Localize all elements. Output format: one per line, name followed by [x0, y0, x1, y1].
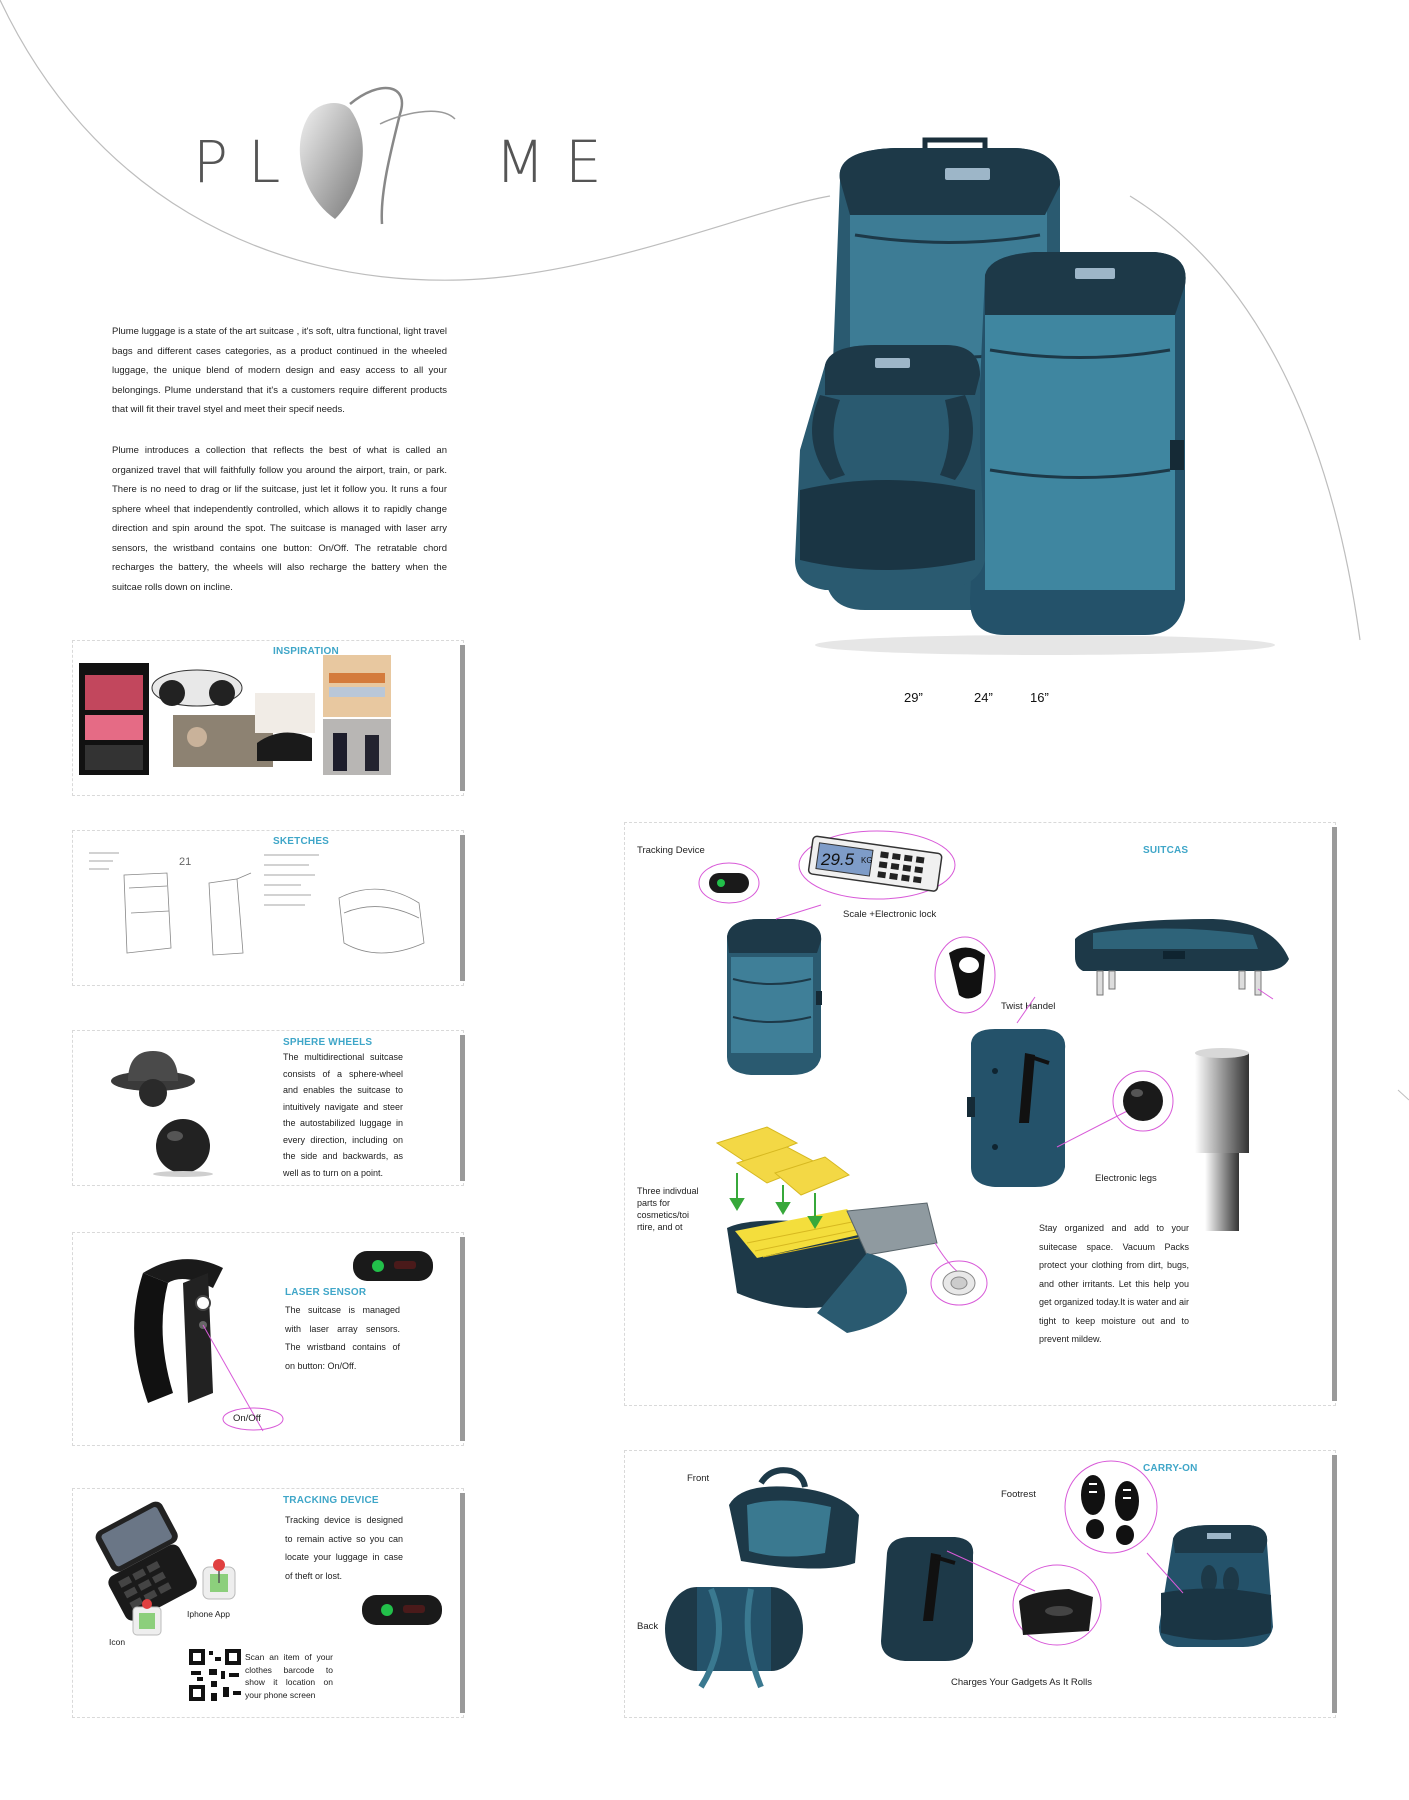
scale-lock-label: Scale +Electronic lock [843, 909, 937, 920]
suitcase-back-image [967, 996, 1136, 1187]
sketches-panel: SKETCHES 21 [72, 830, 465, 986]
electronic-legs-label: Electronic legs [1095, 1173, 1157, 1184]
sphere-wheels-text: The multidirectional suitcase consists o… [283, 1052, 403, 1178]
electronic-legs-image [1112, 1048, 1249, 1231]
scale-lock-callout-image [798, 830, 956, 900]
tracking-device-callout-image [698, 862, 760, 904]
iphone-app-label: Iphone App [187, 1609, 231, 1619]
vacuum-pack-open-suitcase-image [715, 1126, 960, 1333]
carry-on-front-image [729, 1467, 859, 1569]
app-small-icon [132, 1599, 162, 1636]
logo-text-left: PL [193, 128, 301, 196]
on-off-label: On/Off [233, 1413, 261, 1424]
carry-on-title: CARRY-ON [1143, 1463, 1198, 1474]
laser-sensor-text: The suitcase is managed with laser array… [285, 1305, 400, 1371]
inspiration-collage-image [79, 655, 391, 775]
qr-code-image [187, 1647, 243, 1703]
sphere-wheels-panel: SPHERE WHEELS The multidirectional suitc… [72, 1030, 465, 1186]
phone-image [95, 1501, 197, 1621]
suitcase-16-image [795, 345, 985, 590]
logo-text-right: ME [495, 128, 622, 196]
charger-callout-image [1012, 1564, 1102, 1646]
twist-handle-callout-image [934, 936, 996, 1014]
carry-on-back-image [665, 1587, 803, 1689]
sketches-image: 21 [89, 852, 425, 956]
sketches-scale-number: 21 [179, 856, 191, 868]
suitcase-24-image [970, 252, 1186, 635]
footrest-label: Footrest [1001, 1489, 1036, 1500]
tracking-device-panel: Iphone App Icon Scan an item of your clo… [72, 1488, 465, 1718]
tracking-device-unit-image [362, 1595, 442, 1625]
tracking-device-title: TRACKING DEVICE [283, 1495, 379, 1506]
three-parts-label: Three indivdual parts for cosmetics/toi … [637, 1186, 699, 1232]
vacuum-valve-callout-image [930, 1260, 988, 1306]
size-label-24: 24” [974, 690, 993, 705]
size-label-16: 16” [1030, 690, 1049, 705]
laser-sensor-panel: LASER SENSOR The suitcase is managed wit… [72, 1232, 465, 1446]
suitcase-top-view-image [1075, 919, 1289, 1000]
suitcase-panel-title: SUITCAS [1143, 845, 1189, 856]
on-off-callout [222, 1407, 284, 1431]
laser-sensor-device-image [353, 1251, 433, 1281]
vacuum-pack-text: Stay organized and add to your suitecase… [1039, 1223, 1189, 1344]
tracking-device-callout-label: Tracking Device [637, 845, 705, 856]
sketches-title: SKETCHES [273, 836, 330, 847]
icon-label: Icon [109, 1637, 126, 1647]
iphone-app-icon [202, 1559, 236, 1600]
feather-icon [299, 86, 456, 225]
inspiration-title: INSPIRATION [273, 646, 339, 657]
carry-on-footrest-image [1146, 1525, 1273, 1647]
intro-paragraph-2: Plume introduces a collection that refle… [112, 445, 447, 593]
carry-on-side-image [881, 1537, 1036, 1661]
charges-label: Charges Your Gadgets As It Rolls [951, 1677, 1092, 1688]
size-label-29: 29” [904, 690, 923, 705]
scale-display-unit: KG [861, 856, 873, 865]
hero-suitcase-group [795, 137, 1275, 655]
sphere-wheels-title: SPHERE WHEELS [283, 1037, 373, 1048]
footrest-callout-image [1064, 1460, 1158, 1554]
tracking-device-text: Tracking device is designed to remain ac… [285, 1515, 403, 1581]
suitcase-features-panel: SUITCAS Tracking Device 29.5 KG Scale +E… [624, 822, 1337, 1406]
intro-paragraph-1: Plume luggage is a state of the art suit… [112, 326, 447, 415]
scale-display-value: 29.5 [821, 850, 855, 869]
carry-on-front-label: Front [687, 1473, 710, 1484]
carry-on-back-label: Back [637, 1621, 659, 1632]
qr-code-text: Scan an item of your clothes barcode to … [245, 1652, 333, 1700]
inspiration-panel: INSPIRATION [72, 640, 465, 796]
sphere-wheel-image [111, 1051, 213, 1177]
wristband-image [134, 1259, 264, 1432]
suitcase-main-image [727, 904, 822, 1075]
carry-on-panel: CARRY-ON Front Back Footrest Charges You… [624, 1450, 1337, 1718]
laser-sensor-title: LASER SENSOR [285, 1287, 367, 1298]
